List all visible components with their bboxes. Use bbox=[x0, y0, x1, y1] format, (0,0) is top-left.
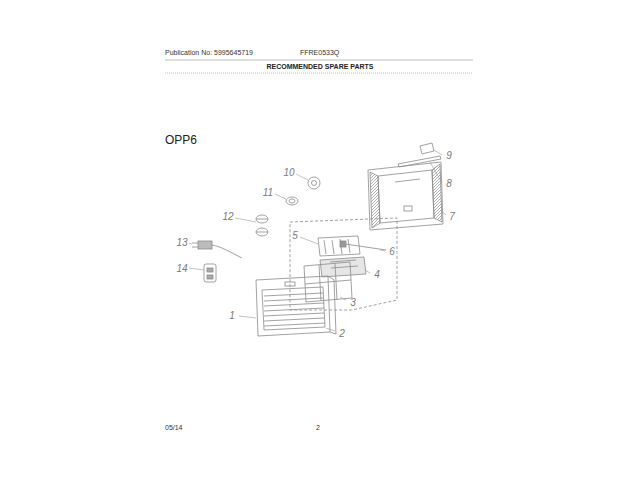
screw-part bbox=[340, 241, 386, 250]
window-frame bbox=[368, 162, 443, 230]
callout-number: 1 bbox=[229, 310, 235, 321]
bar-part bbox=[398, 156, 441, 167]
callout-number: 2 bbox=[339, 328, 345, 339]
header-rule bbox=[165, 60, 473, 61]
callout-number: 4 bbox=[374, 269, 380, 280]
callout-number: 12 bbox=[222, 211, 233, 222]
callout-number: 10 bbox=[283, 167, 294, 178]
model-number: FFRE0533Q bbox=[300, 49, 339, 57]
front-grille bbox=[256, 276, 336, 336]
power-cord bbox=[192, 241, 242, 258]
leader-lines bbox=[189, 150, 446, 331]
callout-number: 14 bbox=[176, 263, 187, 274]
callout-number: 13 bbox=[176, 237, 187, 248]
seal-part bbox=[289, 199, 295, 203]
callout-number: 11 bbox=[263, 187, 273, 198]
callout-number: 7 bbox=[449, 211, 455, 222]
clip-parts bbox=[256, 215, 268, 236]
callout-number: 3 bbox=[350, 297, 356, 308]
bracket-part bbox=[420, 143, 434, 154]
switch-part bbox=[204, 264, 216, 282]
callout-number: 6 bbox=[389, 246, 395, 257]
page-title: RECOMMENDED SPARE PARTS bbox=[266, 63, 373, 71]
section-code: OPP6 bbox=[165, 134, 197, 147]
knob-part bbox=[308, 177, 320, 189]
knob-part bbox=[312, 181, 317, 186]
header-rule bbox=[165, 73, 473, 74]
callout-number: 8 bbox=[446, 178, 452, 189]
group-outline bbox=[290, 218, 397, 310]
seal-part bbox=[286, 197, 298, 205]
louver-part bbox=[318, 236, 360, 256]
page-number: 2 bbox=[316, 424, 320, 432]
date-code: 05/14 bbox=[165, 424, 183, 432]
callout-number: 9 bbox=[446, 150, 452, 161]
deflector-part bbox=[320, 257, 366, 277]
callout-number: 5 bbox=[292, 230, 298, 241]
publication-number: Publication No: 5995645719 bbox=[165, 49, 253, 57]
